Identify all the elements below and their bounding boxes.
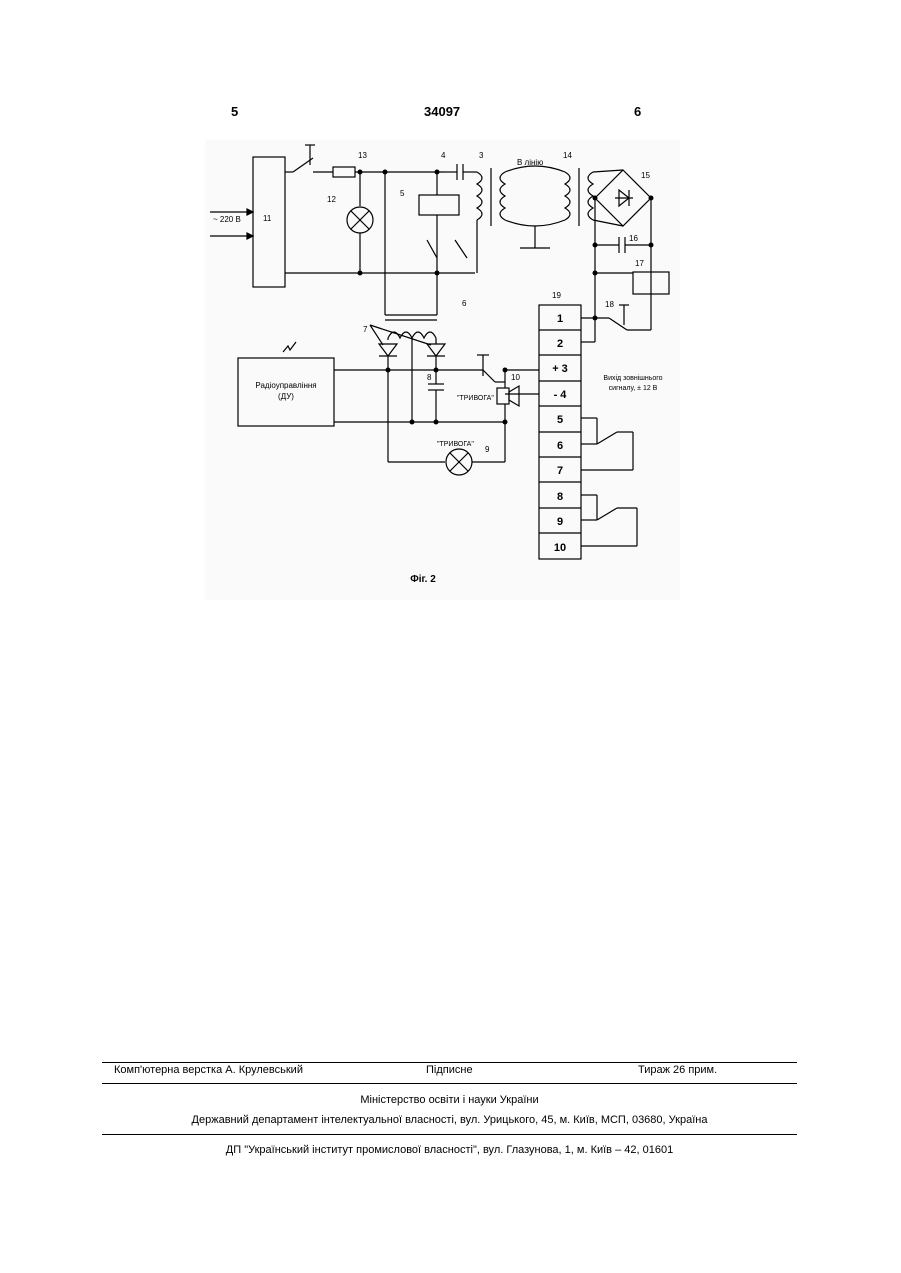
ministry-line: Міністерство освіти і науки України	[102, 1094, 797, 1106]
junction-dot-8	[410, 420, 415, 425]
junction-dot-2	[383, 170, 388, 175]
terminal-label: + 3	[552, 363, 568, 375]
ref-19: 19	[552, 291, 561, 300]
figure-caption: Фіг. 2	[410, 574, 436, 585]
junction-dot-7	[434, 368, 439, 373]
radio-control-label-2: (ДУ)	[278, 392, 294, 401]
ref-16: 16	[629, 234, 638, 243]
terminal-label: 6	[557, 440, 563, 452]
junction-dot-16	[593, 271, 598, 276]
ref-3: 3	[479, 151, 484, 160]
institute-line: ДП "Український інститут промислової вла…	[102, 1144, 797, 1156]
footer-rule-2	[102, 1083, 797, 1084]
radio-control-label-1: Радіоуправління	[255, 381, 316, 390]
external-signal-label-1: Вихід зовнішнього	[603, 374, 662, 382]
alarm-label-lamp: "ТРИВОГА"	[437, 441, 474, 448]
terminal-label: 10	[554, 542, 566, 554]
ref-9: 9	[485, 445, 490, 454]
ref-7: 7	[363, 325, 368, 334]
patent-number: 34097	[424, 104, 460, 119]
junction-dot-6	[386, 368, 391, 373]
circulation-label: Тираж 26 прим.	[638, 1064, 717, 1076]
terminal-label: 1	[557, 313, 563, 325]
junction-dot-5	[435, 271, 440, 276]
layout-credit: Комп'ютерна верстка А. Крулевський	[114, 1064, 303, 1076]
signed-label: Підписне	[426, 1064, 473, 1076]
junction-dot-17	[593, 316, 598, 321]
ref-10: 10	[511, 373, 520, 382]
junction-dot-1	[358, 170, 363, 175]
ref-8: 8	[427, 373, 432, 382]
ref-6: 6	[462, 299, 467, 308]
department-line: Державний департамент інтелектуальної вл…	[102, 1114, 797, 1126]
ref-14: 14	[563, 151, 572, 160]
ref-5: 5	[400, 189, 405, 198]
junction-dot-10	[503, 368, 508, 373]
page-number-left: 5	[231, 104, 238, 119]
input-voltage-label: ~ 220 В	[213, 215, 241, 224]
ref-4: 4	[441, 151, 446, 160]
external-signal-label-2: сигналу, ± 12 В	[609, 385, 658, 392]
terminal-label: 8	[557, 491, 563, 503]
junction-dot-13	[649, 196, 654, 201]
terminal-label: 7	[557, 465, 563, 477]
terminal-label: 2	[557, 338, 563, 350]
block-11-label: 11	[263, 214, 272, 223]
ref-12: 12	[327, 195, 336, 204]
footer-rule-1	[102, 1062, 797, 1063]
terminal-label: 5	[557, 414, 563, 426]
terminal-label: - 4	[554, 389, 568, 401]
ref-18: 18	[605, 300, 614, 309]
page-number-right: 6	[634, 104, 641, 119]
junction-dot-3	[435, 170, 440, 175]
ref-13: 13	[358, 151, 367, 160]
junction-dot-4	[358, 271, 363, 276]
footer-rule-3	[102, 1134, 797, 1135]
junction-dot-11	[503, 420, 508, 425]
alarm-label-siren: "ТРИВОГА"	[457, 395, 494, 402]
ref-17: 17	[635, 259, 644, 268]
to-line-label: В лінію	[517, 158, 543, 167]
junction-dot-14	[593, 243, 598, 248]
ref-15: 15	[641, 171, 650, 180]
junction-dot-9	[434, 420, 439, 425]
circuit-diagram: 11 ~ 220 В 13 12 5 4 3 В лінію 14 15 16 …	[205, 140, 680, 600]
junction-dot-15	[649, 243, 654, 248]
junction-dot-12	[593, 196, 598, 201]
terminal-label: 9	[557, 516, 563, 528]
